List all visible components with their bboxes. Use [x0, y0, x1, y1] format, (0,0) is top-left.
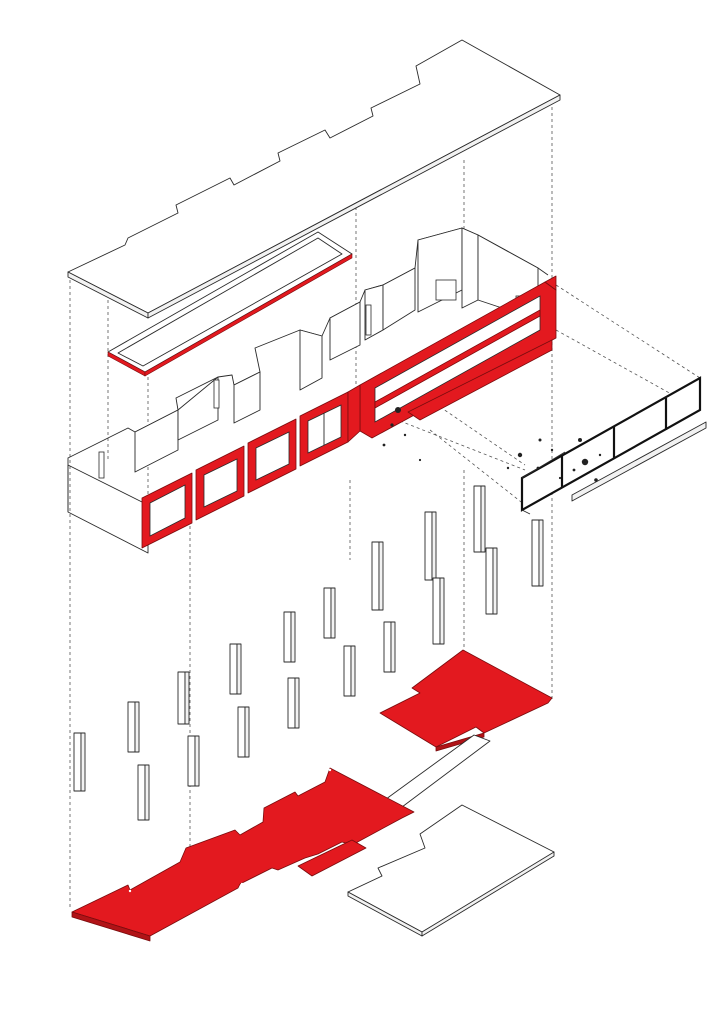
facade-window-frames	[141, 275, 557, 549]
column	[137, 764, 150, 821]
column	[177, 671, 190, 725]
column	[287, 677, 300, 729]
column	[323, 587, 336, 639]
column	[531, 519, 544, 587]
column	[432, 577, 445, 645]
skylight	[107, 231, 353, 377]
column	[73, 732, 86, 792]
column	[283, 611, 296, 663]
floor-slab-upper	[379, 649, 553, 752]
column	[127, 701, 140, 753]
roof-plate	[67, 39, 561, 319]
glazed-box	[382, 376, 707, 515]
column	[485, 547, 498, 615]
column	[187, 735, 200, 787]
ground-plate	[347, 804, 555, 937]
column	[424, 511, 437, 581]
column	[237, 706, 250, 758]
columns	[73, 485, 544, 821]
column	[229, 643, 242, 695]
column	[383, 621, 396, 673]
column	[473, 485, 486, 553]
column	[371, 541, 384, 611]
column	[343, 645, 356, 697]
floor-slab-lower	[71, 767, 415, 942]
